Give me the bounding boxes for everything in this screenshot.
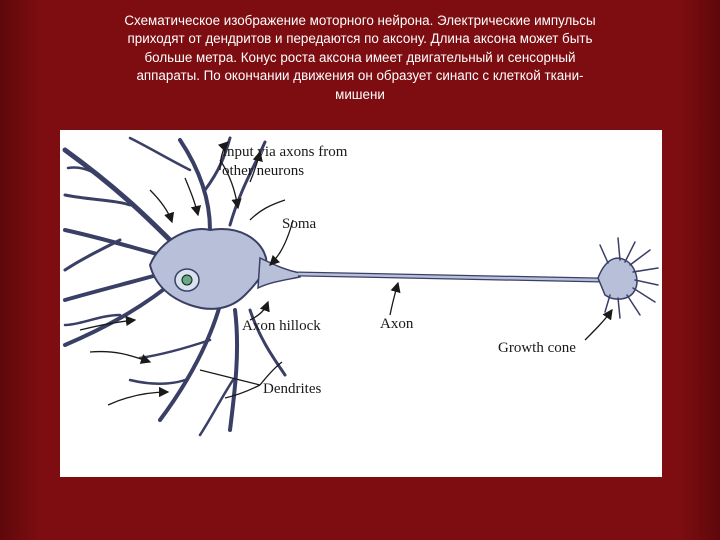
annotation-arrows [79, 141, 613, 406]
neuron-figure: Input via axons from other neurons Soma … [60, 130, 662, 477]
soma-body [148, 228, 268, 310]
growth-cone-shape [597, 237, 659, 319]
label-input-line2: other neurons [222, 163, 304, 179]
label-axon-hillock: Axon hillock [242, 318, 321, 334]
label-input-line1: Input via axons from [222, 144, 348, 160]
label-axon: Axon [380, 316, 414, 332]
neuron-diagram: Input via axons from other neurons Soma … [62, 136, 659, 437]
slide-caption: Схематическое изображение моторного нейр… [124, 13, 596, 102]
label-growth-cone: Growth cone [498, 340, 576, 356]
label-soma: Soma [282, 216, 317, 232]
label-dendrites: Dendrites [263, 381, 321, 397]
nucleolus [181, 274, 193, 286]
axon-hillock-shape [257, 256, 301, 290]
